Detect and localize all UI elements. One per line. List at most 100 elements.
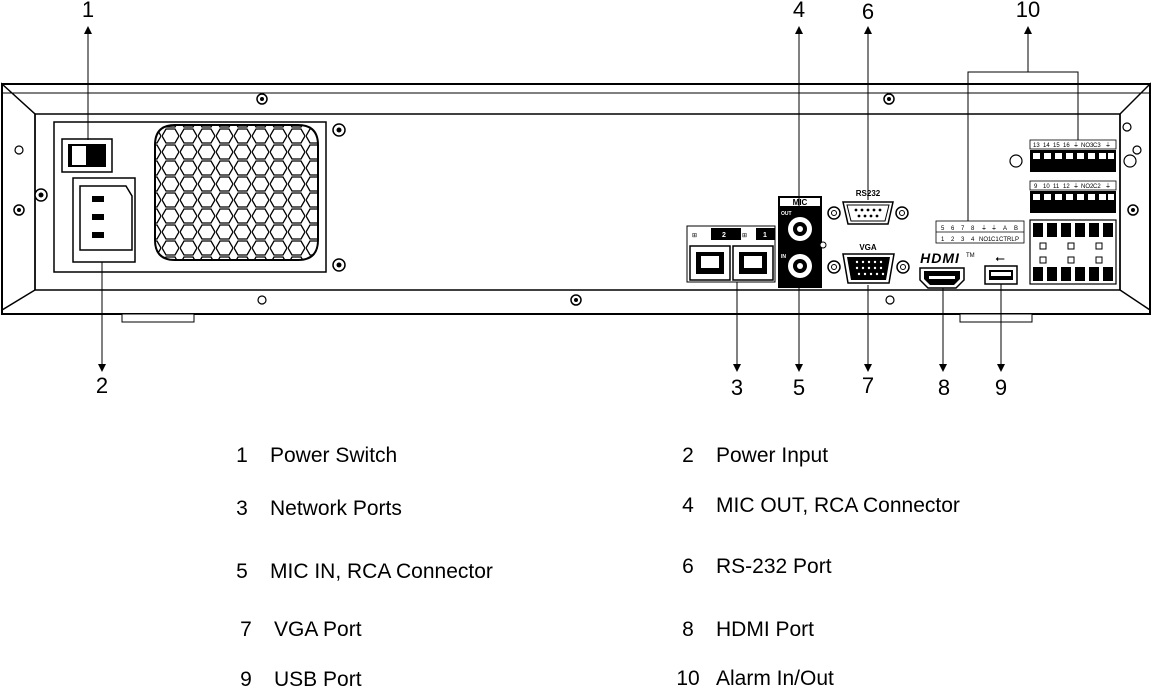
alarm-label: B <box>1014 226 1018 232</box>
alarm-label: ⏚ <box>1105 183 1111 190</box>
usb-icon: ⭠ <box>995 251 1005 265</box>
mic-label: MIC <box>793 198 808 207</box>
network-icon: ⊞ <box>742 233 747 239</box>
callout-8: 8 <box>938 375 950 400</box>
mic-block: MIC OUT IN <box>778 196 827 288</box>
screw <box>1127 204 1139 216</box>
legend-text: VGA Port <box>274 618 362 641</box>
mic-in-rca <box>788 254 812 278</box>
screw <box>13 204 25 216</box>
alarm-label: ⏚ <box>981 225 987 232</box>
legend-item-9: 9 USB Port <box>232 668 362 692</box>
legend-number: 4 <box>682 494 694 517</box>
callout-10: 10 <box>1016 0 1040 22</box>
legend-item-8: 8 HDMI Port <box>674 618 814 642</box>
legend-number: 3 <box>236 497 248 520</box>
fan-grille <box>154 124 319 261</box>
alarm-label: ⏚ <box>1073 183 1079 190</box>
legend-item-10: 10 Alarm In/Out <box>674 667 834 691</box>
alarm-label: 14 <box>1043 143 1050 149</box>
alarm-label: 3 <box>961 237 965 243</box>
legend-text: Alarm In/Out <box>716 667 834 690</box>
alarm-label: 4 <box>971 237 975 243</box>
net-port-1-label: 1 <box>763 232 767 239</box>
network-ports: 2 1 ⊞ ⊞ <box>686 225 776 283</box>
legend-text: MIC OUT, RCA Connector <box>716 494 960 517</box>
alarm-row2-labels: 9 10 11 12 ⏚ NO2 C2 ⏚ <box>1034 183 1111 190</box>
legend-text: RS-232 Port <box>716 555 832 578</box>
legend-item-6: 6 RS-232 Port <box>674 555 832 579</box>
alarm-label: 10 <box>1043 184 1050 190</box>
rj45-port-1 <box>732 245 774 281</box>
callout-1: 1 <box>82 0 94 22</box>
alarm-label: 11 <box>1053 184 1060 190</box>
callout-7: 7 <box>862 373 874 398</box>
alarm-label: C2 <box>1093 184 1101 190</box>
legend-item-7: 7 VGA Port <box>232 618 362 642</box>
legend-text: Power Switch <box>270 444 398 467</box>
rear-panel-diagram: 2 1 ⊞ ⊞ MIC OUT IN <box>1 0 1151 400</box>
callout-3: 3 <box>731 375 743 400</box>
screw <box>332 258 346 272</box>
legend-item-2: 2 Power Input <box>674 444 828 468</box>
alarm-row1-labels: 13 14 15 16 ⏚ NO3 C3 ⏚ <box>1033 142 1111 149</box>
screw <box>570 294 582 306</box>
alarm-label: 12 <box>1063 184 1070 190</box>
callout-4: 4 <box>793 0 805 22</box>
alarm-label: 2 <box>951 237 955 243</box>
mic-out-label: OUT <box>781 211 792 217</box>
alarm-label: 7 <box>961 226 965 232</box>
legend-number: 6 <box>682 555 694 578</box>
alarm-label: 5 <box>941 226 945 232</box>
alarm-row3-top-labels: 5 6 7 8 ⏚ ⏚ A B <box>941 225 1018 232</box>
legend-item-1: 1 Power Switch <box>228 444 397 468</box>
legend-item-4: 4 MIC OUT, RCA Connector <box>674 494 960 518</box>
alarm-label: CTRL <box>999 237 1015 243</box>
legend-number: 1 <box>236 444 248 467</box>
legend-text: MIC IN, RCA Connector <box>270 560 493 583</box>
legend-number: 8 <box>682 618 694 641</box>
alarm-label: 6 <box>951 226 955 232</box>
alarm-terminals: 13 14 15 16 ⏚ NO3 C3 ⏚ 9 10 11 12 ⏚ NO2 … <box>935 139 1137 285</box>
alarm-label: 13 <box>1033 143 1040 149</box>
screw <box>332 123 346 137</box>
alarm-label: ⏚ <box>991 225 997 232</box>
legend-number: 9 <box>240 668 252 691</box>
power-switch <box>61 138 113 173</box>
legend-text: Power Input <box>716 444 829 467</box>
power-section <box>53 121 346 273</box>
mic-in-label: IN <box>781 254 786 260</box>
alarm-label: ⏚ <box>1073 142 1079 149</box>
legend-number: 2 <box>682 444 694 467</box>
mic-out-rca <box>788 217 812 241</box>
callout-2: 2 <box>96 373 108 398</box>
callout-6: 6 <box>862 0 874 24</box>
legend-number: 5 <box>236 560 248 583</box>
leader-lines <box>84 26 1079 372</box>
callout-5: 5 <box>793 375 805 400</box>
legend-item-3: 3 Network Ports <box>228 497 402 521</box>
screw <box>883 93 895 105</box>
legend-text: USB Port <box>274 668 362 691</box>
alarm-label: 9 <box>1034 184 1038 190</box>
vga-port: VGA <box>827 243 910 284</box>
alarm-label: NO3 <box>1081 143 1094 149</box>
network-icon: ⊞ <box>692 233 697 239</box>
hdmi-label: HDMI <box>920 250 960 266</box>
alarm-label: C3 <box>1093 143 1101 149</box>
alarm-label: A <box>1003 226 1007 232</box>
usb-port: ⭠ <box>984 251 1018 285</box>
legend-item-5: 5 MIC IN, RCA Connector <box>228 560 493 584</box>
alarm-label: ⏚ <box>1105 142 1111 149</box>
alarm-row3-bottom-labels: 1 2 3 4 NO1 C1 CTRL P <box>941 237 1019 243</box>
alarm-label: NO2 <box>1081 184 1094 190</box>
hdmi-tm-label: TM <box>966 253 975 259</box>
legend-number: 10 <box>676 667 700 690</box>
screw <box>34 188 48 202</box>
net-port-2-label: 2 <box>722 232 726 239</box>
rj45-port-2 <box>689 245 731 281</box>
legend-text: Network Ports <box>270 497 402 520</box>
callout-numbers: 1 2 3 4 5 6 7 8 9 10 <box>82 0 1040 400</box>
hdmi-port: HDMI TM <box>919 250 975 289</box>
alarm-label: NO1 <box>979 237 992 243</box>
